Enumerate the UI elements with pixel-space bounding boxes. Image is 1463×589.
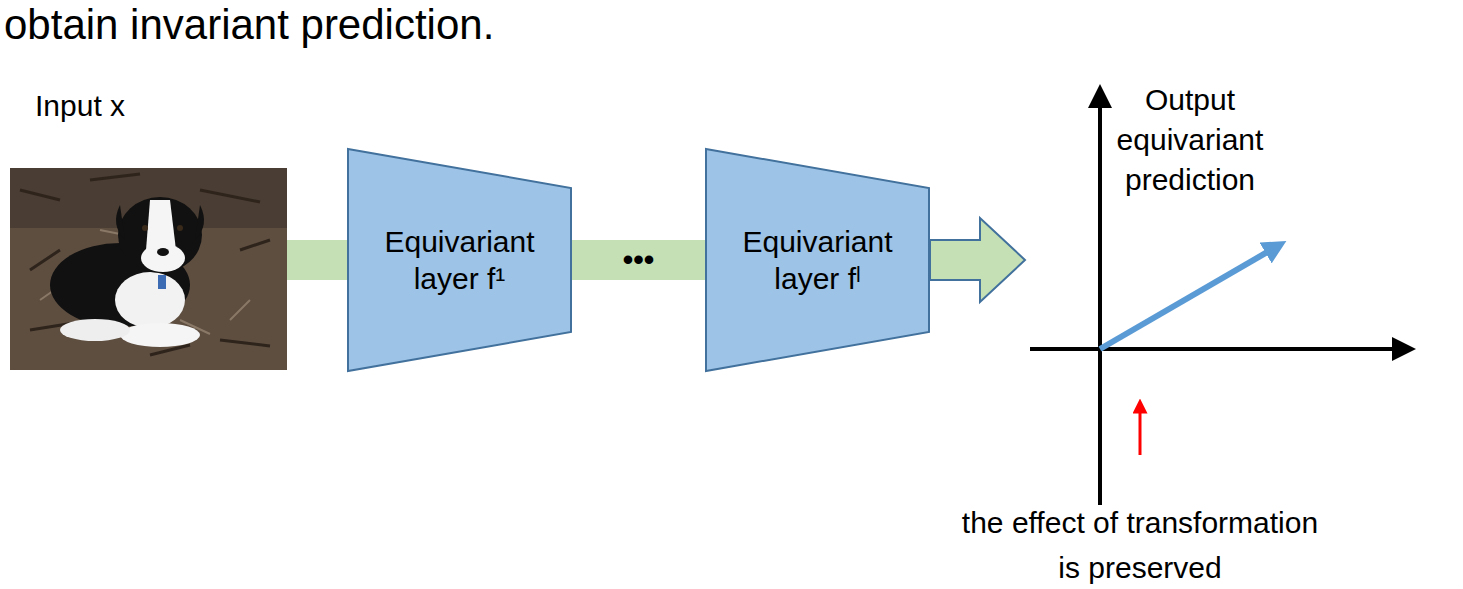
flow-arrowhead [930,218,1025,302]
pointer-arrow [1139,406,1142,455]
layer-label: Equivariant layer fˡ [733,223,903,298]
layer-trapezoid: Equivariant layer f¹ [347,148,572,372]
layer-trapezoid: Equivariant layer fˡ [705,148,930,372]
slide-heading: obtain invariant prediction. [4,2,764,48]
y-axis [1098,96,1102,505]
prediction-vector [1100,247,1276,349]
layer-label: Equivariant layer f¹ [375,223,545,298]
ellipsis-label: ••• [621,245,657,275]
flow-band [571,240,706,280]
trapezoid-shape [705,148,930,372]
output-label: Output equivariant prediction [1105,80,1275,200]
dog-photo [10,168,287,370]
x-axis [1030,347,1404,351]
annotation-note: the effect of transformation is preserve… [955,500,1325,589]
trapezoid-shape [347,148,572,372]
input-label: Input x [35,88,295,124]
flow-band [287,240,349,280]
